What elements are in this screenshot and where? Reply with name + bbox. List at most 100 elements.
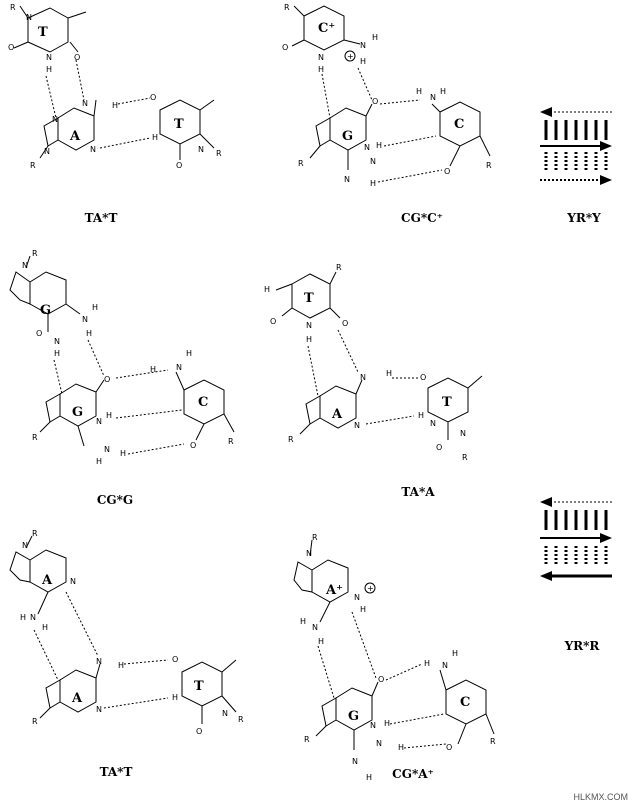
atom-label: R bbox=[486, 161, 492, 170]
atom-label: R bbox=[304, 735, 310, 744]
triplet-caption: CG*G bbox=[97, 493, 133, 507]
triplet-caption: CG*A⁺ bbox=[392, 767, 434, 781]
atom-label: O bbox=[8, 43, 14, 52]
hoogsteen-base-label: T bbox=[38, 25, 48, 40]
atom-label: O bbox=[282, 43, 288, 52]
wc-base-label: C bbox=[460, 695, 470, 710]
atom-label: O bbox=[176, 161, 182, 170]
purine-base-label: A bbox=[69, 129, 81, 144]
atom-label: O bbox=[270, 317, 276, 326]
atom-label: N bbox=[442, 661, 448, 670]
atom-label: N bbox=[70, 577, 76, 586]
atom-label: H bbox=[54, 349, 60, 358]
atom-label: N bbox=[96, 417, 102, 426]
atom-label: N bbox=[96, 657, 102, 666]
wc-base-label: C bbox=[454, 117, 464, 132]
positive-charge-icon bbox=[344, 50, 356, 62]
atom-label: N bbox=[46, 53, 52, 62]
atom-label: R bbox=[30, 161, 36, 170]
atom-label: H bbox=[372, 33, 378, 42]
atom-label: R bbox=[336, 263, 342, 272]
atom-label: R bbox=[216, 149, 222, 158]
atom-label: H bbox=[264, 285, 270, 294]
atom-label: H bbox=[386, 369, 392, 378]
atom-label: N bbox=[22, 541, 28, 550]
atom-label: H bbox=[86, 329, 92, 338]
hoogsteen-strand-bars bbox=[544, 120, 608, 140]
atom-label: N bbox=[364, 143, 370, 152]
r-label: R bbox=[10, 3, 16, 12]
motif-yr-y-strand-diagram: YR*Y bbox=[540, 107, 612, 225]
atom-label: H bbox=[360, 605, 366, 614]
atom-label: H bbox=[360, 57, 366, 66]
motif-yr-r-strand-diagram: YR*R bbox=[540, 497, 612, 653]
atom-label: R bbox=[298, 159, 304, 168]
atom-label: H bbox=[42, 623, 48, 632]
triplet-ta-t-antiparallel: R N N H N H A R N H N A O H O N R T TA*T bbox=[9, 529, 244, 779]
hoogsteen-base-label: G bbox=[40, 303, 51, 318]
atom-label: O bbox=[74, 53, 80, 62]
atom-label: R bbox=[238, 715, 244, 724]
atom-label: H bbox=[440, 87, 446, 96]
atom-label: N bbox=[370, 721, 376, 730]
atom-label: R bbox=[32, 249, 38, 258]
atom-label: N bbox=[52, 115, 58, 124]
atom-label: N bbox=[30, 613, 36, 622]
atom-label: H bbox=[398, 743, 404, 752]
atom-label: H bbox=[120, 449, 126, 458]
atom-label: H bbox=[92, 303, 98, 312]
atom-label: N bbox=[176, 363, 182, 372]
atom-label: H bbox=[384, 719, 390, 728]
atom-label: H bbox=[20, 613, 26, 622]
atom-label: H bbox=[370, 179, 376, 188]
atom-label: H bbox=[112, 101, 118, 110]
atom-label: N bbox=[104, 445, 110, 454]
atom-label: N bbox=[460, 429, 466, 438]
atom-label: O bbox=[420, 373, 426, 382]
triplet-cg-g: R N O N H N H H G R O N H N H H G N H H … bbox=[9, 249, 235, 507]
atom-label: N bbox=[82, 99, 88, 108]
atom-label: N bbox=[198, 145, 204, 154]
triplet-cg-a-plus: R N N + H H N H A⁺ R O N H N H N H G N H… bbox=[293, 533, 496, 782]
atom-label: R bbox=[284, 3, 290, 12]
atom-label: N bbox=[22, 261, 28, 270]
atom-label: N bbox=[354, 421, 360, 430]
atom-label: N bbox=[82, 315, 88, 324]
atom-label: H bbox=[452, 649, 458, 658]
atom-label: O bbox=[436, 443, 442, 452]
atom-label: N bbox=[360, 373, 366, 382]
atom-label: R bbox=[228, 437, 234, 446]
hoogsteen-strand-bars bbox=[544, 510, 608, 530]
atom-label: R bbox=[32, 529, 38, 538]
atom-label: O bbox=[342, 319, 348, 328]
atom-label: N bbox=[306, 321, 312, 330]
atom-label: N bbox=[96, 705, 102, 714]
atom-label: N bbox=[312, 623, 318, 632]
hoogsteen-base-label: A⁺ bbox=[325, 583, 343, 598]
atom-label: O bbox=[196, 727, 202, 736]
atom-label: N bbox=[370, 157, 376, 166]
atom-label: N bbox=[360, 41, 366, 50]
atom-label: H bbox=[152, 133, 158, 142]
hoogsteen-base-label: A bbox=[41, 573, 53, 588]
atom-label: N bbox=[54, 337, 60, 346]
atom-label: N bbox=[376, 739, 382, 748]
purine-base-label: G bbox=[72, 405, 83, 420]
atom-label: N bbox=[222, 709, 228, 718]
atom-label: H bbox=[318, 637, 324, 646]
atom-label: N bbox=[90, 145, 96, 154]
atom-label: R bbox=[490, 737, 496, 746]
purine-base-label: G bbox=[342, 129, 353, 144]
wc-base-label: T bbox=[442, 395, 452, 410]
atom-label: R bbox=[32, 433, 38, 442]
atom-label: N bbox=[354, 593, 360, 602]
purine-base-label: G bbox=[348, 709, 359, 724]
triplet-caption: TA*T bbox=[85, 211, 118, 225]
atom-label: H bbox=[416, 87, 422, 96]
atom-label: H bbox=[300, 617, 306, 626]
motif-label: YR*Y bbox=[566, 211, 601, 225]
atom-label: H bbox=[186, 349, 192, 358]
wc-base-label: C bbox=[198, 395, 208, 410]
watson-crick-strand-bars bbox=[544, 152, 608, 172]
wc-base-label: T bbox=[174, 117, 184, 132]
